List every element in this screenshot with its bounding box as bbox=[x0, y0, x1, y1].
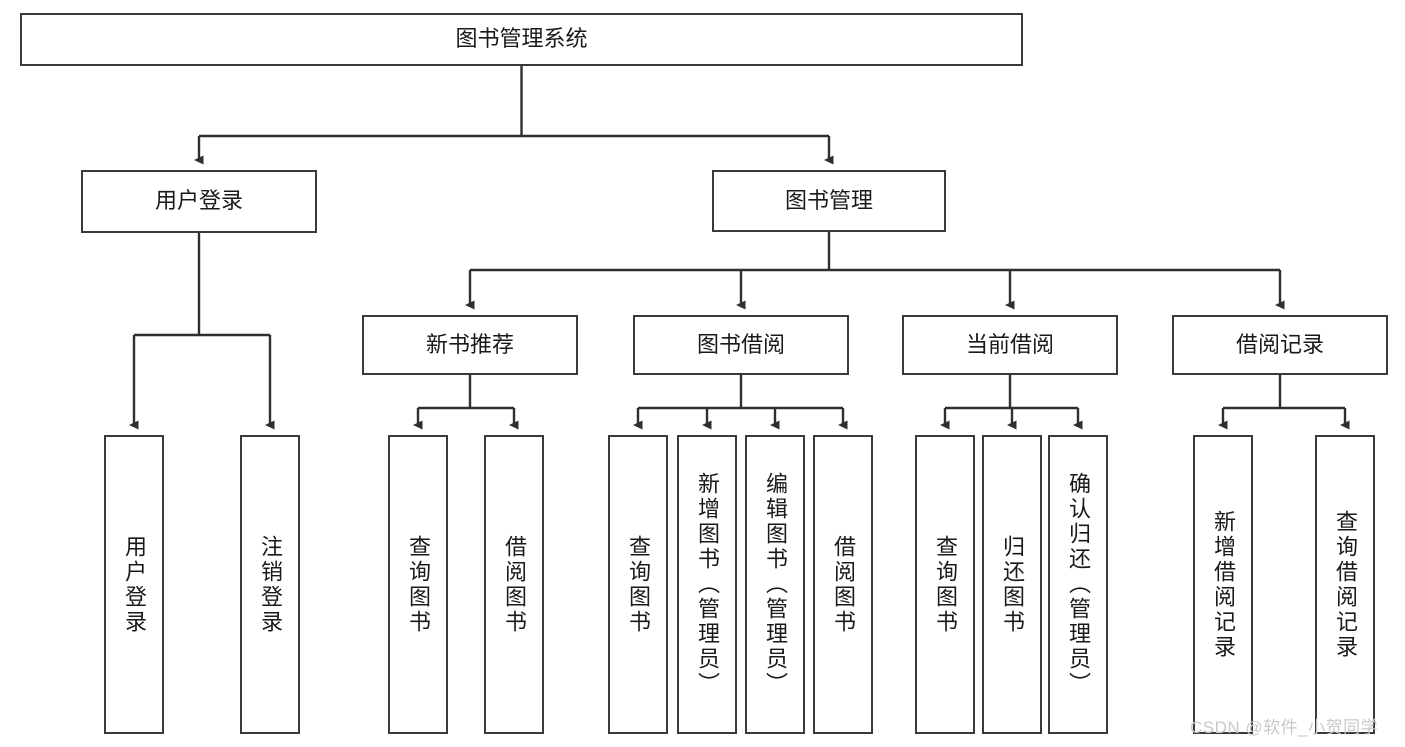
node-label: 查询图书 bbox=[626, 534, 651, 635]
node-label: 编辑图书（管理员） bbox=[763, 472, 788, 697]
node-label: 确认归还（管理员） bbox=[1066, 472, 1091, 697]
node-leaf-borrow-book-1[interactable]: 借阅图书 bbox=[484, 435, 544, 734]
node-records[interactable]: 借阅记录 bbox=[1172, 315, 1388, 375]
node-label: 借阅图书 bbox=[502, 534, 527, 635]
node-leaf-query-book-3[interactable]: 查询图书 bbox=[915, 435, 975, 734]
node-leaf-add-book[interactable]: 新增图书（管理员） bbox=[677, 435, 737, 734]
node-label: 用户登录 bbox=[122, 534, 147, 635]
node-bookmgmt[interactable]: 图书管理 bbox=[712, 170, 946, 232]
node-label: 借阅图书 bbox=[831, 534, 856, 635]
node-label: 图书管理系统 bbox=[455, 26, 588, 52]
node-label: 注销登录 bbox=[258, 534, 283, 635]
node-label: 图书借阅 bbox=[696, 331, 785, 357]
node-login[interactable]: 用户登录 bbox=[81, 170, 317, 233]
node-label: 查询图书 bbox=[933, 534, 958, 635]
node-label: 图书管理 bbox=[784, 187, 873, 213]
node-label: 新书推荐 bbox=[425, 331, 514, 357]
node-label: 新增图书（管理员） bbox=[695, 472, 720, 697]
node-label: 查询图书 bbox=[406, 534, 431, 635]
node-label: 归还图书 bbox=[1000, 534, 1025, 635]
node-leaf-user-login[interactable]: 用户登录 bbox=[104, 435, 164, 734]
node-current[interactable]: 当前借阅 bbox=[902, 315, 1118, 375]
node-root[interactable]: 图书管理系统 bbox=[20, 13, 1023, 66]
node-leaf-confirm-return[interactable]: 确认归还（管理员） bbox=[1048, 435, 1108, 734]
node-leaf-borrow-book-2[interactable]: 借阅图书 bbox=[813, 435, 873, 734]
node-leaf-user-logout[interactable]: 注销登录 bbox=[240, 435, 300, 734]
node-leaf-edit-book[interactable]: 编辑图书（管理员） bbox=[745, 435, 805, 734]
node-label: 查询借阅记录 bbox=[1333, 509, 1358, 660]
node-newbook[interactable]: 新书推荐 bbox=[362, 315, 578, 375]
node-borrow[interactable]: 图书借阅 bbox=[633, 315, 849, 375]
node-leaf-return-book[interactable]: 归还图书 bbox=[982, 435, 1042, 734]
node-label: 当前借阅 bbox=[965, 331, 1054, 357]
node-leaf-add-record[interactable]: 新增借阅记录 bbox=[1193, 435, 1253, 734]
node-leaf-query-book-1[interactable]: 查询图书 bbox=[388, 435, 448, 734]
node-leaf-query-book-2[interactable]: 查询图书 bbox=[608, 435, 668, 734]
node-label: 用户登录 bbox=[154, 188, 243, 214]
node-label: 借阅记录 bbox=[1235, 331, 1324, 357]
node-label: 新增借阅记录 bbox=[1211, 509, 1236, 660]
node-leaf-query-record[interactable]: 查询借阅记录 bbox=[1315, 435, 1375, 734]
